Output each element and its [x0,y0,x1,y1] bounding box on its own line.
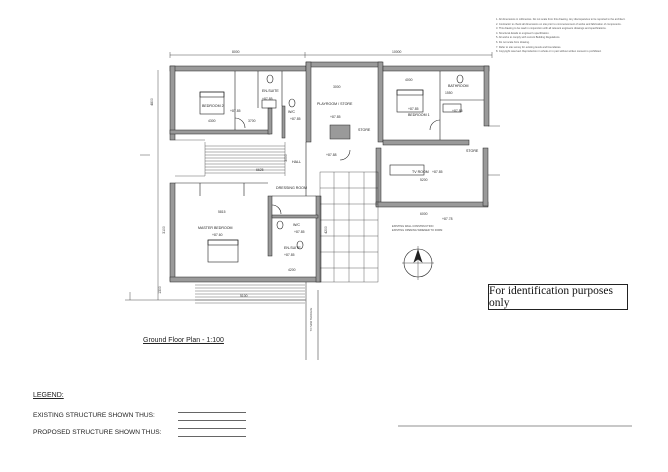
dim-left-side: 4800 [149,98,154,106]
level-wc-top: +87.85 [290,117,301,121]
legend-existing-swatch [178,412,246,413]
room-hall: HALL [292,160,301,164]
note-line: 2. Contractor to check all dimensions on… [496,22,622,26]
dim-bedroom2: 4300 [208,119,216,123]
general-notes: 1. All dimensions in millimetres. Do not… [496,18,656,55]
room-master-bedroom: MASTER BEDROOM [198,226,233,230]
room-bedroom-1: BEDROOM 1 [408,113,430,117]
dim-tv-lower: 6000 [420,212,428,216]
room-ensuite-bottom: EN-SUITE [284,246,301,250]
dim-bath: 1550 [445,91,453,95]
note-line: 5. All works to comply with current Buil… [496,36,561,40]
dim-bedroom1: 4000 [405,78,413,82]
level-ensuite-bottom: +87.85 [284,253,295,257]
identification-box: For identification purposes only [488,284,628,310]
room-playroom-store: PLAYROOM / STORE [317,102,353,106]
level-bedroom-1: +87.85 [408,107,419,111]
note-line: 8. Copyright reserved. Reproduction in w… [496,50,602,54]
plan-title: Ground Floor Plan - 1:100 [143,337,224,344]
level-master: +87.60 [212,233,223,237]
note-line: 7. Refer to site survey for existing lev… [496,45,562,49]
level-tv-room: +87.85 [432,170,443,174]
room-store: STORE [358,128,371,132]
dim-bottom-right: 4200 [323,226,328,234]
level-wc-bottom: +87.85 [294,230,305,234]
dim-wc: 3700 [248,119,256,123]
note-line: 6. Do not scale from drawing. [496,40,530,44]
annotation-existing-wall: EXISTING WALL CONSTRUCTION [392,225,434,228]
annotation-existing-wall-sub: EXISTING OPENING WIDENED TO FORM [392,229,443,232]
legend-existing-label: EXISTING STRUCTURE SHOWN THUS: [33,412,155,419]
room-store-right: STORE [466,149,479,153]
legend-existing-swatch [178,420,246,421]
dim-master-width: 5815 [218,210,226,214]
legend-proposed-label: PROPOSED STRUCTURE SHOWN THUS: [33,429,162,436]
dim-top-right: 10000 [392,50,402,54]
level-right: +87.78 [442,217,453,221]
level-hall: +87.88 [326,153,337,157]
room-wc-top: W/C [288,110,295,114]
level-ensuite-top: +87.85 [262,97,273,101]
room-wc-bottom: W/C [293,223,300,227]
dim-hall: 3000 [283,154,288,162]
room-bathroom: BATHROOM [448,84,469,88]
room-dressing: DRESSING ROOM [276,186,307,190]
dim-playroom: 3000 [333,85,341,89]
legend-proposed-swatch [178,428,246,429]
dim-tv-room: 5200 [420,178,428,182]
room-bedroom-2: BEDROOM 2 [202,104,224,108]
legend-title: LEGEND: [33,392,64,399]
legend-proposed-swatch [178,436,246,437]
dim-ensuite-b: 4200 [288,268,296,272]
annotation-to-new-terrace: TO NEW TERRACE [310,307,314,332]
level-bathroom: +87.85 [452,109,463,113]
room-ensuite-top: EN-SUITE [262,89,279,93]
level-bedroom-2: +87.85 [230,109,241,113]
dim-stair: 6625 [256,168,264,172]
identification-text: For identification purposes only [489,285,613,309]
dim-master-height: 3100 [161,226,166,234]
dim-bottom-left: 1300 [157,286,162,294]
note-line: 4. Structural details to engineer's spec… [496,31,550,35]
room-tv-room: TV ROOM [412,170,429,174]
note-line: 3. This drawing to be read in conjunctio… [496,27,607,31]
level-playroom: +87.85 [330,115,341,119]
dim-top-left: 8000 [232,50,240,54]
dim-bottom: 5100 [240,294,248,298]
note-line: 1. All dimensions in millimetres. Do not… [496,18,626,21]
